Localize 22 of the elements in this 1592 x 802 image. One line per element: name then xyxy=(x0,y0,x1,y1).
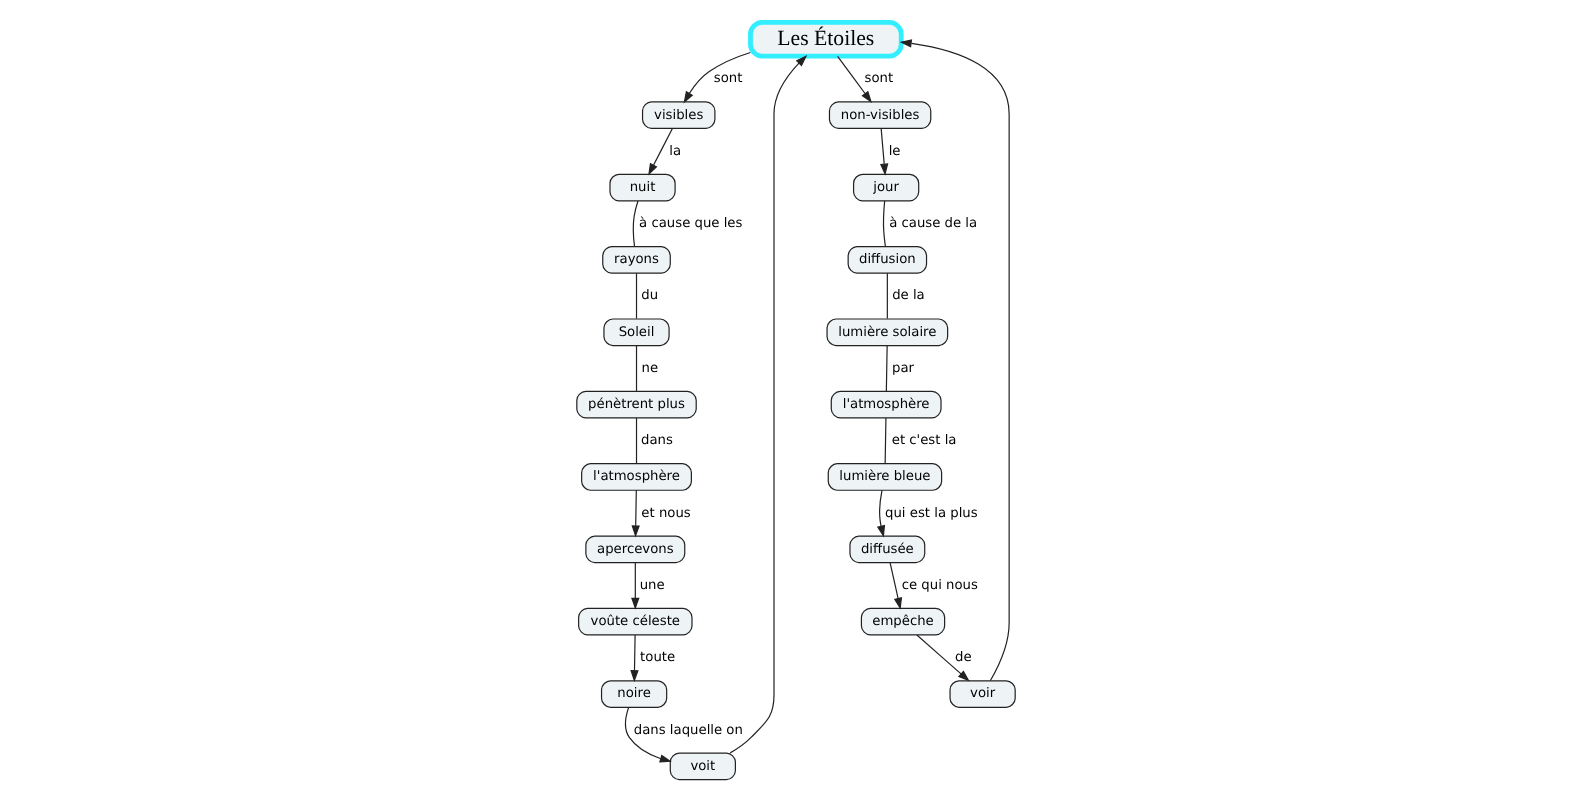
arrow xyxy=(876,489,886,538)
connector xyxy=(635,272,638,320)
arrow xyxy=(889,562,903,610)
arrow xyxy=(631,489,640,538)
connector xyxy=(635,417,638,464)
arrow xyxy=(648,127,674,176)
connector xyxy=(882,200,886,247)
arrow xyxy=(879,127,889,176)
arrow xyxy=(624,706,672,763)
arrow xyxy=(630,634,639,683)
connector xyxy=(632,200,639,248)
node-box: Les Étoiles xyxy=(748,19,904,59)
connector xyxy=(884,417,887,464)
connector xyxy=(886,272,888,320)
arrow xyxy=(683,51,751,104)
arrow xyxy=(899,39,1010,682)
connector xyxy=(635,345,638,392)
arrow xyxy=(916,634,970,682)
arrow xyxy=(631,562,640,610)
arrow xyxy=(837,55,872,103)
connector xyxy=(885,345,888,392)
arrow xyxy=(729,55,808,754)
